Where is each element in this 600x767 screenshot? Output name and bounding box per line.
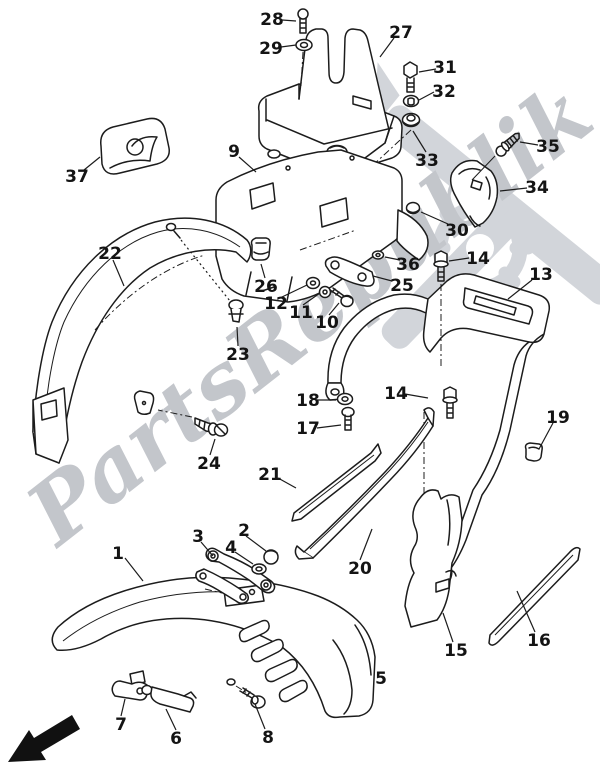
part-35-screw	[495, 132, 520, 157]
part-label-17: 17	[296, 419, 320, 439]
part-8-bolt	[235, 685, 266, 709]
part-17-bolt	[341, 406, 355, 431]
part-label-36: 36	[396, 255, 420, 275]
part-1-front-fender	[51, 576, 376, 719]
part-24-screw	[157, 409, 229, 437]
part-label-35: 35	[536, 137, 560, 157]
part-16-strip	[488, 546, 581, 646]
part-label-23: 23	[226, 345, 250, 365]
part-37-pad	[100, 117, 170, 175]
part-label-26: 26	[254, 277, 278, 297]
part-label-2: 2	[238, 521, 250, 541]
part-15-side-panel	[404, 489, 463, 628]
part-label-10: 10	[315, 313, 339, 333]
part-label-9: 9	[228, 142, 240, 162]
part-32-washer	[402, 94, 420, 108]
assembly-line-35	[471, 155, 496, 181]
part-19-clip	[524, 442, 543, 462]
part-26-clip-nut	[250, 237, 271, 261]
part-label-34: 34	[525, 178, 549, 198]
part-label-3: 3	[192, 527, 204, 547]
part-label-16: 16	[527, 631, 551, 651]
part-2-cap	[263, 549, 279, 565]
part-27-bracket	[257, 28, 403, 177]
part-25-stay-plate	[324, 256, 375, 287]
part-label-12: 12	[264, 294, 288, 314]
part-34-flap	[449, 159, 499, 228]
part-31-bolt	[403, 61, 418, 93]
part-6-bracket	[141, 684, 197, 713]
part-label-32: 32	[432, 82, 456, 102]
part-label-24: 24	[197, 454, 221, 474]
part-label-33: 33	[415, 151, 439, 171]
part-label-8: 8	[262, 728, 274, 748]
part-label-6: 6	[170, 729, 182, 749]
part-12-grommet	[305, 276, 321, 290]
part-label-37: 37	[65, 167, 89, 187]
front-direction-arrow	[8, 715, 80, 762]
part-label-27: 27	[389, 23, 413, 43]
part-36-washer	[371, 250, 385, 260]
part-label-30: 30	[445, 221, 469, 241]
part-7-clamp	[111, 670, 148, 701]
part-label-7: 7	[115, 715, 127, 735]
part-label-5: 5	[375, 669, 387, 689]
part-23-rivet	[228, 299, 244, 323]
assembly-line-28	[300, 51, 304, 87]
part-label-14: 14	[466, 249, 490, 269]
assembly-line-33	[371, 129, 412, 167]
part-label-4: 4	[225, 538, 237, 558]
part-label-13: 13	[529, 265, 553, 285]
part-label-14: 14	[384, 384, 408, 404]
part-30-cap-nut	[405, 201, 421, 215]
part-28-screw	[297, 8, 309, 34]
part-21-strip	[291, 443, 382, 522]
part-label-28: 28	[260, 10, 284, 30]
part-label-21: 21	[258, 465, 282, 485]
part-label-31: 31	[433, 58, 457, 78]
part-20-strip	[294, 407, 435, 560]
part-label-22: 22	[98, 244, 122, 264]
fender-stay-detail	[195, 568, 250, 605]
part-label-1: 1	[112, 544, 124, 564]
leader-lines	[83, 19, 554, 731]
part-label-29: 29	[259, 39, 283, 59]
part-14-bolt-lower	[442, 386, 458, 419]
part-10-bolt	[329, 287, 354, 308]
part-label-19: 19	[546, 408, 570, 428]
part-4-washer	[251, 563, 267, 575]
part-18-washer	[336, 392, 354, 406]
part-22-rear-fender	[32, 217, 252, 464]
part-label-20: 20	[348, 559, 372, 579]
part-label-15: 15	[444, 641, 468, 661]
part-11-nut	[318, 285, 332, 299]
part-label-25: 25	[390, 276, 414, 296]
part-14-bolt-upper	[433, 250, 449, 366]
part-29-washer	[295, 38, 313, 52]
part-33-grommet	[401, 112, 421, 128]
part-label-11: 11	[289, 303, 313, 323]
part-label-18: 18	[296, 391, 320, 411]
